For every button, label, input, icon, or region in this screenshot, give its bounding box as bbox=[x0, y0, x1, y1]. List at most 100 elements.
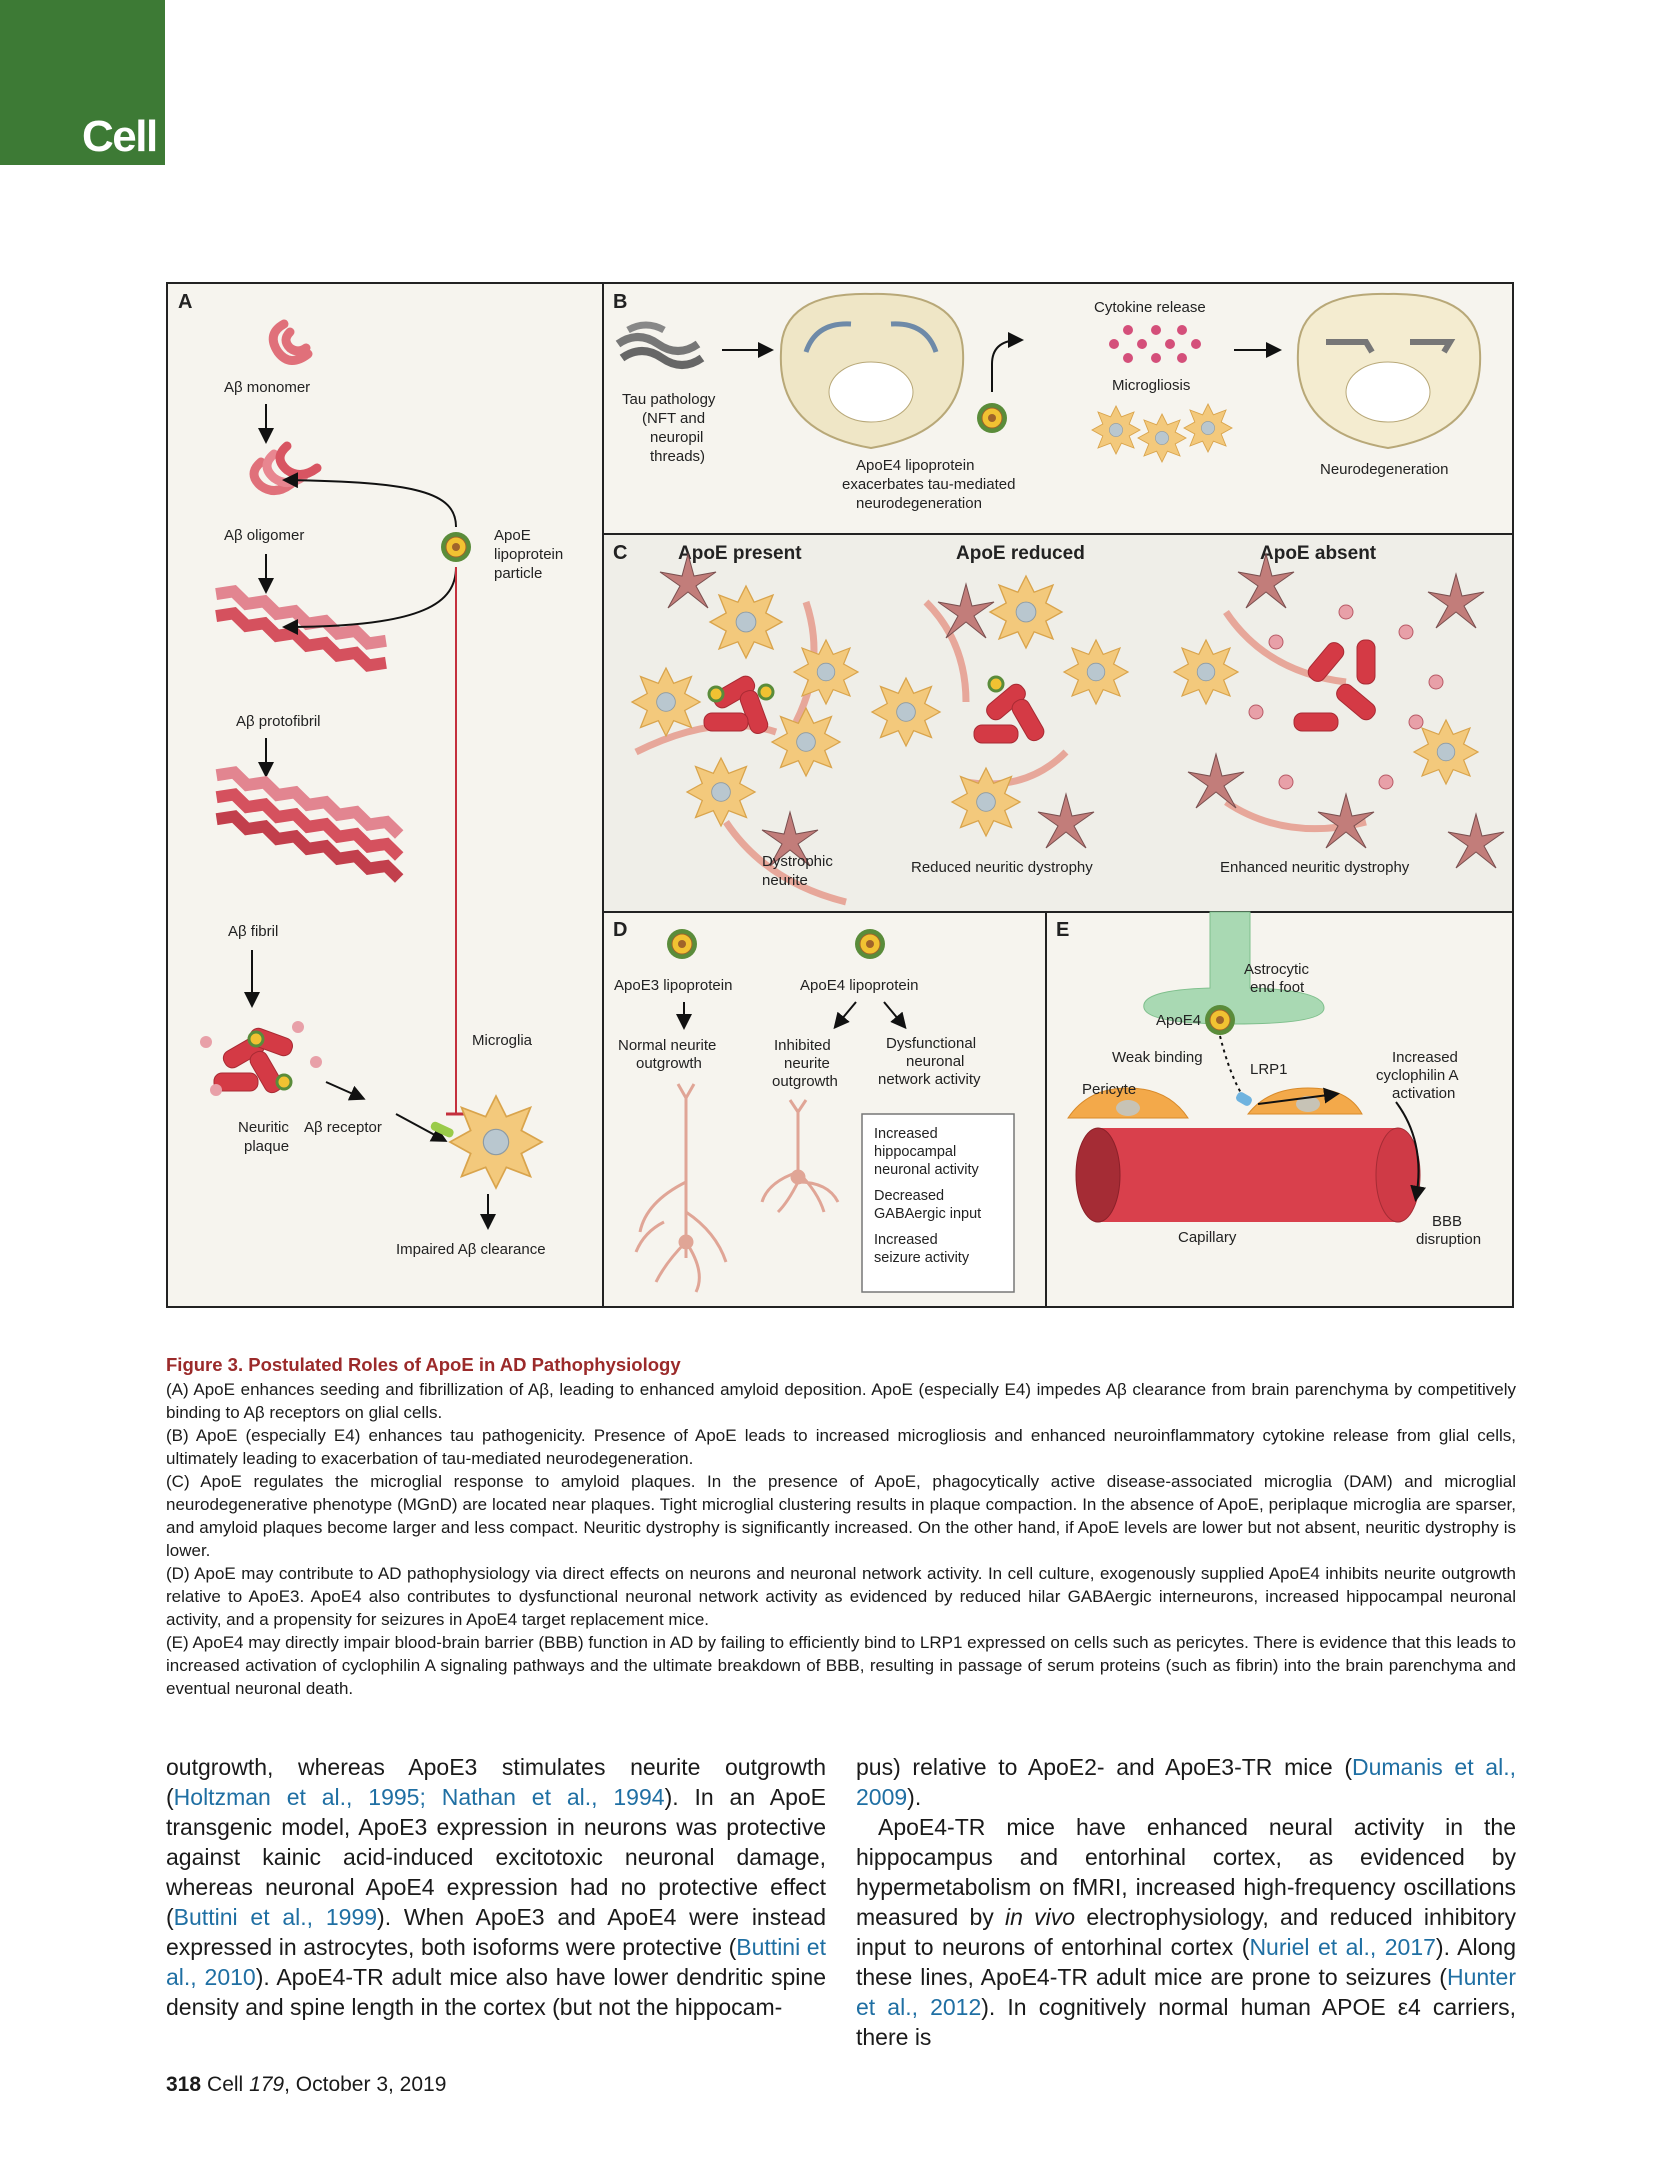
box-line-5: GABAergic input bbox=[874, 1206, 981, 1222]
apoe4-b-label-3: neurodegeneration bbox=[856, 495, 982, 512]
apoe-present-heading: ApoE present bbox=[678, 543, 802, 564]
dystrophic-label-2: neurite bbox=[762, 872, 808, 889]
text-run: ). In cognitively normal human APOE ε4 c… bbox=[856, 1994, 1516, 2050]
neuritic-plaque-label-2: plaque bbox=[244, 1138, 289, 1155]
page-number: 318 bbox=[166, 2073, 202, 2096]
dysfunctional-label-2: neuronal bbox=[906, 1053, 964, 1070]
citation-link[interactable]: Buttini et al., 1999 bbox=[173, 1904, 378, 1930]
journal-tab: Cell bbox=[0, 0, 165, 165]
capillary-shape bbox=[1075, 1127, 1421, 1223]
box-line-1: Increased bbox=[874, 1126, 938, 1142]
citation-link[interactable]: Buttini et al., 2010 bbox=[166, 1934, 826, 1990]
box-line-2: hippocampal bbox=[874, 1144, 956, 1160]
panel-letter-b: B bbox=[613, 291, 627, 313]
cyclophilin-label-2: cyclophilin A bbox=[1376, 1067, 1459, 1084]
right-paragraph-1: pus) relative to ApoE2- and ApoE3-TR mic… bbox=[856, 1752, 1516, 1812]
cytokine-label: Cytokine release bbox=[1094, 299, 1206, 316]
citation-link[interactable]: Dumanis et al., 2009 bbox=[856, 1754, 1516, 1810]
box-line-3: neuronal activity bbox=[874, 1162, 980, 1178]
bbb-label-1: BBB bbox=[1432, 1213, 1462, 1230]
figure-caption: Figure 3. Postulated Roles of ApoE in AD… bbox=[166, 1353, 1516, 1700]
apoe4-b-label-1: ApoE4 lipoprotein bbox=[856, 457, 974, 474]
impaired-clearance-label: Impaired Aβ clearance bbox=[396, 1241, 546, 1258]
dysfunctional-label-3: network activity bbox=[878, 1071, 981, 1088]
abeta-protofibril-shape bbox=[215, 584, 387, 672]
tau-label-3: neuropil bbox=[650, 429, 703, 446]
footer-date: , October 3, 2019 bbox=[284, 2073, 447, 2096]
abeta-fibril-shape bbox=[215, 766, 404, 883]
caption-d: (D) ApoE may contribute to AD pathophysi… bbox=[166, 1564, 1516, 1629]
inhibited-neuron-shape bbox=[760, 1099, 840, 1214]
abeta-fibril-label: Aβ fibril bbox=[228, 923, 278, 940]
apoe-reduced-scene bbox=[871, 575, 1129, 849]
apoe4-b-label-2: exacerbates tau-mediated bbox=[842, 476, 1015, 493]
abeta-oligomer-label: Aβ oligomer bbox=[224, 527, 304, 544]
microglia-label: Microglia bbox=[472, 1032, 533, 1049]
astrocytic-label-1: Astrocytic bbox=[1244, 961, 1310, 978]
caption-e: (E) ApoE4 may directly impair blood-brai… bbox=[166, 1633, 1516, 1698]
apoe4-lipoprotein-icon-b bbox=[976, 402, 1008, 434]
astrocytic-label-2: end foot bbox=[1250, 979, 1305, 996]
apoe3-label: ApoE3 lipoprotein bbox=[614, 977, 732, 994]
network-activity-box bbox=[861, 1113, 1015, 1293]
brain-section-1 bbox=[779, 292, 965, 450]
apoe3-lipoprotein-icon bbox=[666, 928, 698, 960]
neuritic-plaque-shape bbox=[200, 1021, 322, 1097]
capillary-label: Capillary bbox=[1178, 1229, 1237, 1246]
tau-tangle-shape bbox=[615, 321, 705, 369]
abeta-monomer-shape bbox=[268, 319, 313, 365]
body-column-left: outgrowth, whereas ApoE3 stimulates neur… bbox=[166, 1752, 826, 2022]
apoe4-d-label: ApoE4 lipoprotein bbox=[800, 977, 918, 994]
cyclophilin-label-3: activation bbox=[1392, 1085, 1455, 1102]
inhibited-label-1: Inhibited bbox=[774, 1037, 831, 1054]
tau-label-1: Tau pathology bbox=[622, 391, 716, 408]
abeta-monomer-label: Aβ monomer bbox=[224, 379, 310, 396]
brain-section-2 bbox=[1296, 292, 1482, 450]
box-line-4: Decreased bbox=[874, 1188, 944, 1204]
tau-label-2: (NFT and bbox=[642, 410, 705, 427]
text-run: ApoE4-TR mice have enhanced neural activ… bbox=[856, 1814, 1516, 1930]
text-run: ). When ApoE3 and ApoE4 were instead exp… bbox=[166, 1904, 826, 1960]
normal-outgrowth-label-1: Normal neurite bbox=[618, 1037, 716, 1054]
apoe-absent-heading: ApoE absent bbox=[1260, 543, 1377, 564]
tau-label-4: threads) bbox=[650, 448, 705, 465]
normal-outgrowth-label-2: outgrowth bbox=[636, 1055, 702, 1072]
citation-link[interactable]: Nuriel et al., 2017 bbox=[1249, 1934, 1436, 1960]
caption-c: (C) ApoE regulates the microglial respon… bbox=[166, 1472, 1516, 1560]
weak-binding-path bbox=[1219, 1035, 1245, 1099]
box-line-7: seizure activity bbox=[874, 1250, 970, 1266]
apoe-particle-label-3: particle bbox=[494, 565, 542, 582]
footer-volume: 179 bbox=[249, 2073, 285, 2096]
caption-b: (B) ApoE (especially E4) enhances tau pa… bbox=[166, 1426, 1516, 1468]
apoe-absent-scene bbox=[1173, 553, 1505, 869]
dysfunctional-label-1: Dysfunctional bbox=[886, 1035, 976, 1052]
neuritic-plaque-label-1: Neuritic bbox=[238, 1119, 289, 1136]
apoe4-e-label: ApoE4 bbox=[1156, 1012, 1201, 1029]
caption-a: (A) ApoE enhances seeding and fibrilliza… bbox=[166, 1380, 1516, 1422]
dystrophic-label-1: Dystrophic bbox=[762, 853, 833, 870]
apoe-particle-label-2: lipoprotein bbox=[494, 546, 563, 563]
left-paragraph: outgrowth, whereas ApoE3 stimulates neur… bbox=[166, 1752, 826, 2022]
apoe4-lipoprotein-icon-e bbox=[1204, 1004, 1236, 1036]
abeta-receptor-label: Aβ receptor bbox=[304, 1119, 382, 1136]
apoe-present-scene bbox=[631, 553, 859, 906]
footer-journal: Cell bbox=[207, 2073, 250, 2096]
text-run: ). In an ApoE transgenic model, ApoE3 ex… bbox=[166, 1784, 826, 1930]
text-run: ). Along these lines, ApoE4-TR adult mic… bbox=[856, 1934, 1516, 1990]
panel-letter-c: C bbox=[613, 542, 627, 564]
enhanced-dystrophy-label: Enhanced neuritic dystrophy bbox=[1220, 859, 1410, 876]
cytokine-dots bbox=[1109, 325, 1201, 363]
citation-link[interactable]: Hunter et al., 2012 bbox=[856, 1964, 1516, 2020]
citation-link[interactable]: Holtzman et al., 1995; Nathan et al., 19… bbox=[173, 1784, 665, 1810]
bbb-label-2: disruption bbox=[1416, 1231, 1481, 1248]
text-run: pus) relative to ApoE2- and ApoE3-TR mic… bbox=[856, 1754, 1352, 1780]
cyclophilin-label-1: Increased bbox=[1392, 1049, 1458, 1066]
pericyte-label: Pericyte bbox=[1082, 1081, 1136, 1098]
panel-letter-a: A bbox=[178, 291, 192, 313]
right-paragraph-2: ApoE4-TR mice have enhanced neural activ… bbox=[856, 1812, 1516, 2052]
apoe-lipoprotein-icon bbox=[440, 531, 472, 563]
journal-logo: Cell bbox=[82, 112, 158, 161]
microgliosis-label: Microgliosis bbox=[1112, 377, 1190, 394]
body-column-right: pus) relative to ApoE2- and ApoE3-TR mic… bbox=[856, 1752, 1516, 2052]
